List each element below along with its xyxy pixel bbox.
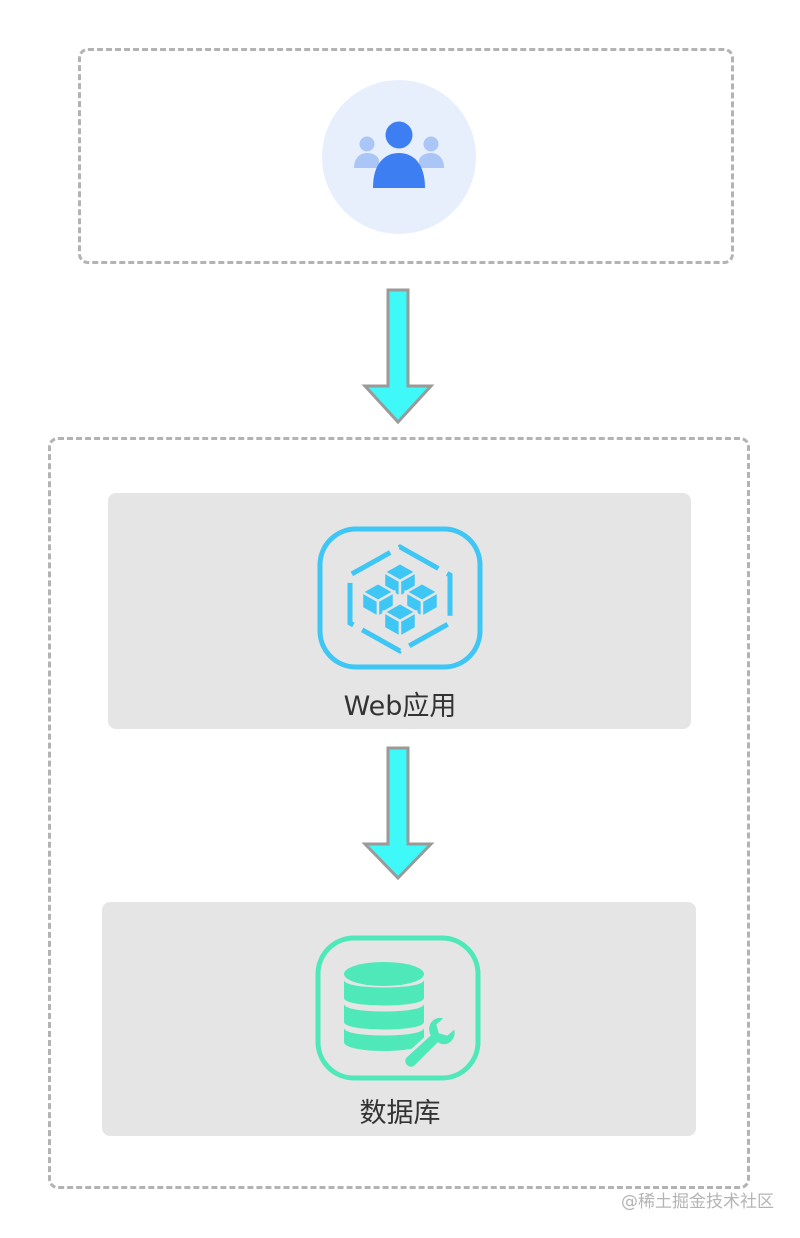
users-group-container — [78, 48, 734, 264]
cubes-hexagon-icon — [316, 525, 484, 671]
flow-arrow-web-to-database — [358, 746, 438, 882]
flow-arrow-users-to-web — [358, 288, 438, 426]
database-label: 数据库 — [359, 1098, 441, 1129]
database-wrench-icon — [314, 934, 482, 1082]
users-group-icon — [322, 80, 476, 234]
web-app-label: Web应用 — [343, 691, 457, 722]
watermark-text: @稀土掘金技术社区 — [621, 1192, 774, 1212]
system-container — [48, 437, 750, 1189]
